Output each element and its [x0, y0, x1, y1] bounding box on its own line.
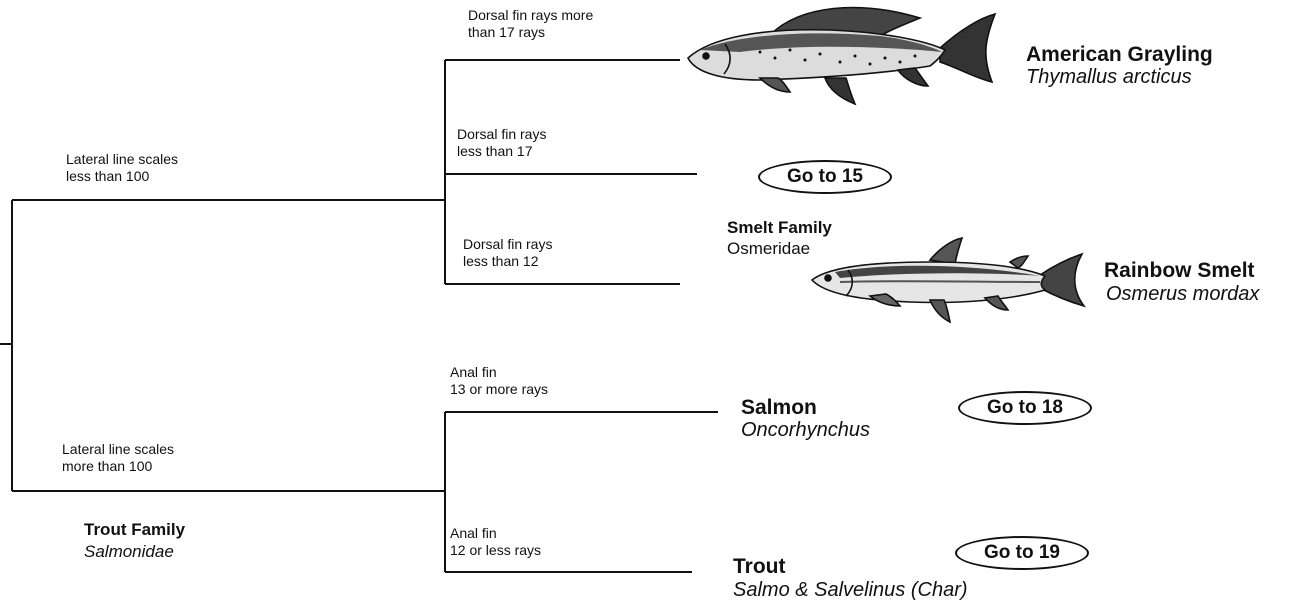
trout-family-name: Trout Family [84, 520, 185, 540]
smelt-latin: Osmerus mordax [1106, 283, 1259, 307]
branch-lateral-more-label: Lateral line scales more than 100 [62, 441, 174, 474]
branch-anal-12-less-label: Anal fin 12 or less rays [450, 525, 541, 558]
salmon-name: Salmon [741, 396, 817, 421]
branch-dorsal-more-17-label: Dorsal fin rays more than 17 rays [468, 7, 593, 40]
trout-name: Trout [733, 555, 786, 580]
goto-15-button[interactable]: Go to 15 [758, 160, 892, 194]
trout-family-latin: Salmonidae [84, 542, 174, 562]
goto-18-button[interactable]: Go to 18 [958, 391, 1092, 425]
goto-19-button[interactable]: Go to 19 [955, 536, 1089, 570]
salmon-latin: Oncorhynchus [741, 419, 870, 443]
grayling-latin: Thymallus arcticus [1026, 66, 1192, 90]
branch-anal-13-more-label: Anal fin 13 or more rays [450, 364, 548, 397]
trout-latin: Salmo & Salvelinus (Char) [733, 579, 968, 603]
grayling-fish-icon [688, 8, 995, 104]
smelt-fish-icon [812, 238, 1084, 322]
smelt-name: Rainbow Smelt [1104, 259, 1255, 284]
tree-lines [0, 60, 718, 572]
smelt-family-latin: Osmeridae [727, 239, 810, 259]
grayling-name: American Grayling [1026, 43, 1213, 68]
branch-dorsal-less-12-label: Dorsal fin rays less than 12 [463, 236, 552, 269]
branch-dorsal-less-17-label: Dorsal fin rays less than 17 [457, 126, 546, 159]
smelt-family-name: Smelt Family [727, 218, 832, 238]
branch-lateral-less-label: Lateral line scales less than 100 [66, 151, 178, 184]
